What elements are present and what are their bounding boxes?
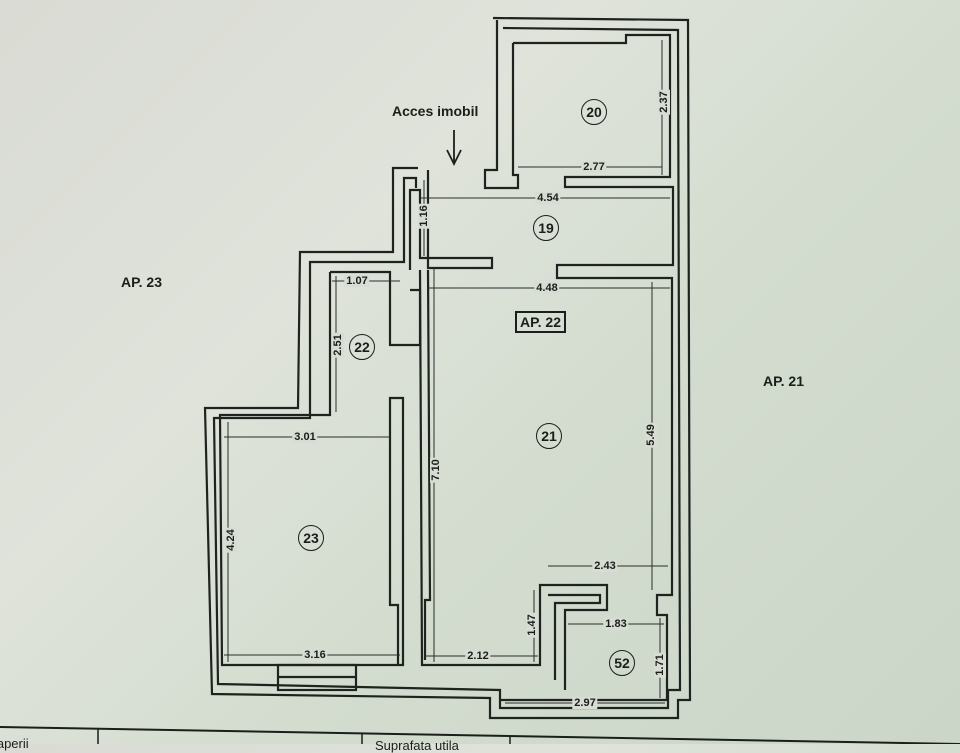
dimension-label: 2.97 (572, 697, 598, 709)
room-21-number: 21 (536, 423, 562, 449)
corridor-wall (408, 170, 494, 270)
room-20-wall (500, 33, 675, 702)
info-table (0, 726, 960, 744)
room-19-number: 19 (533, 215, 559, 241)
dimension-label: 2.43 (592, 560, 618, 572)
dimension-label: 1.71 (654, 652, 666, 678)
room-23-number: 23 (298, 525, 324, 551)
dimension-label: 3.01 (292, 431, 318, 443)
dimension-label: 4.48 (534, 282, 560, 294)
room-22-wall (218, 270, 422, 667)
room-21-wall (418, 269, 609, 690)
outer-wall (203, 16, 692, 720)
dimension-label: 3.16 (302, 649, 328, 661)
apartment-21-label: AP. 21 (763, 373, 804, 389)
dimension-label: 1.16 (418, 203, 430, 229)
dimension-label: 1.07 (344, 275, 370, 287)
dimension-label: 4.54 (535, 192, 561, 204)
access-arrow-icon (446, 130, 462, 167)
dimension-label: 2.51 (332, 332, 344, 358)
apartment-23-label: AP. 23 (121, 274, 162, 290)
dimension-label: 5.49 (645, 422, 657, 448)
room-20-number: 20 (581, 99, 607, 125)
room-52-number: 52 (609, 650, 635, 676)
dimension-label: 2.77 (581, 161, 607, 173)
dimension-lines (224, 40, 670, 704)
access-label: Acces imobil (392, 103, 479, 119)
dimension-label: 4.24 (225, 527, 237, 553)
apartment-22-label: AP. 22 (515, 311, 566, 333)
dimension-label: 1.83 (603, 618, 629, 630)
dimension-label: 1.47 (526, 612, 538, 638)
table-cell-usable-area: Suprafata utila (375, 738, 459, 753)
room-21-inner (423, 269, 602, 680)
room-19-wall (483, 20, 520, 190)
outer-wall-inner (212, 26, 682, 710)
dimension-label: 7.10 (430, 457, 442, 483)
room-22-number: 22 (349, 334, 375, 360)
dimension-label: 2.12 (465, 650, 491, 662)
dimension-label: 2.37 (658, 89, 670, 115)
